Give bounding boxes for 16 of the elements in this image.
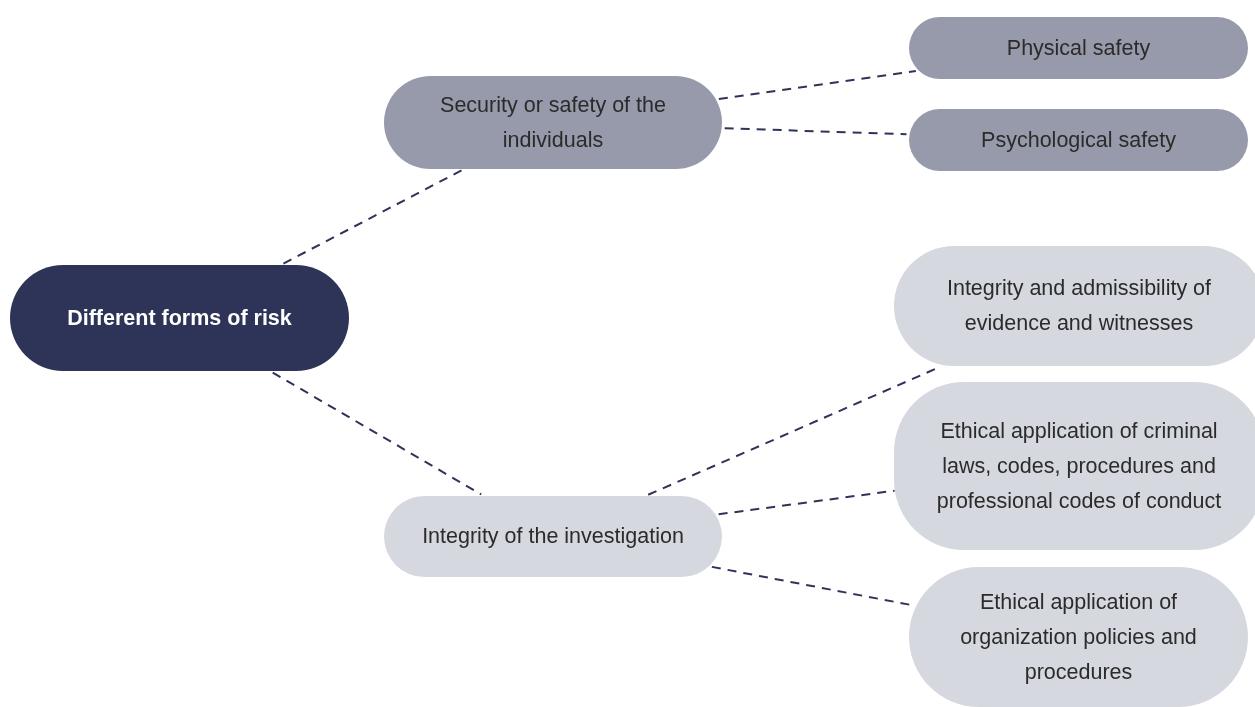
dashed-connector: [717, 70, 917, 100]
topic-node: [894, 246, 1255, 366]
node-label: Ethical application of criminal laws, codes, procedures and professional codes of conduct: [935, 417, 1223, 515]
dashed-connector: [282, 169, 463, 265]
topic-node: [894, 382, 1255, 550]
node-label: Integrity and admissibility of evidence and witnesses: [945, 275, 1213, 337]
topic-node: [909, 17, 1248, 79]
node-label: Physical safety: [1006, 34, 1151, 62]
node-label: Psychological safety: [981, 126, 1176, 154]
topic-node: [384, 496, 722, 577]
dashed-connector: [723, 127, 908, 136]
node-label: Ethical application of organization policies and procedures: [959, 588, 1198, 686]
node-label: Integrity of the investigation: [422, 523, 684, 550]
dashed-connector: [271, 371, 483, 496]
node-label: Different forms of risk: [67, 304, 292, 332]
node-label: Security or safety of the individuals: [439, 91, 667, 154]
